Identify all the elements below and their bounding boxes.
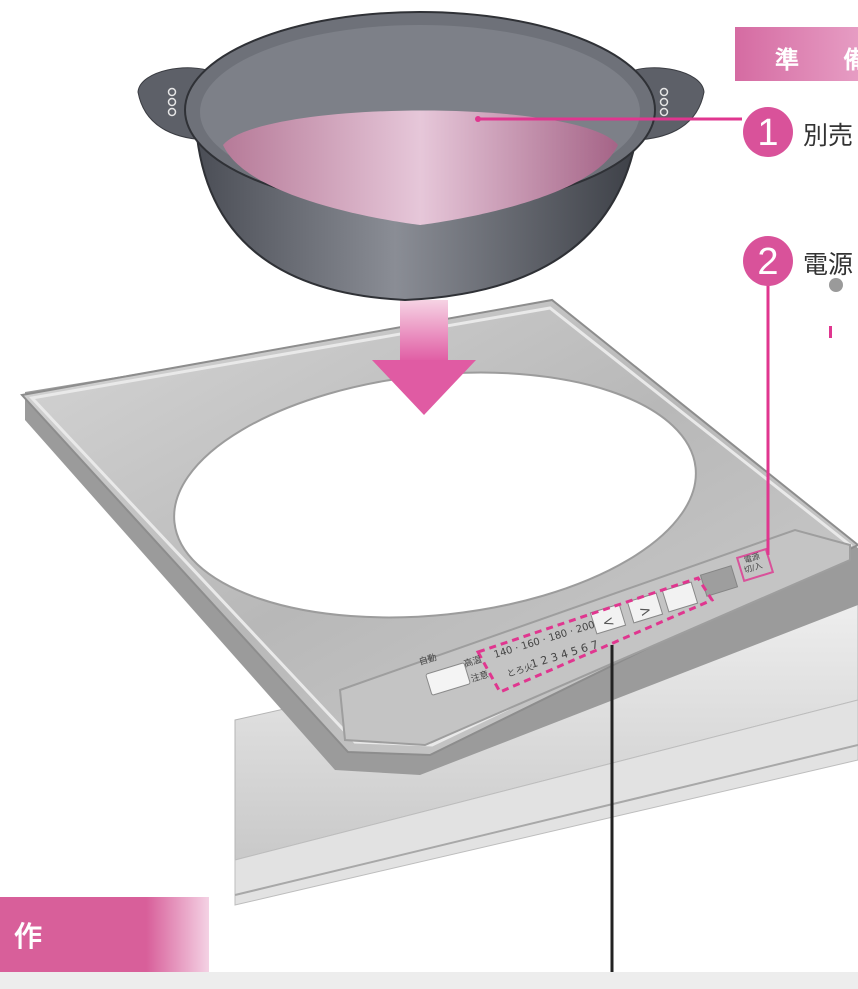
auto-button[interactable]	[425, 662, 471, 696]
pink-mark	[829, 326, 832, 338]
section-tab-prep: 準 備	[735, 27, 858, 81]
power-button-highlight[interactable]	[735, 547, 775, 583]
step-2-number: 2	[743, 236, 793, 286]
step-2-text: 電源	[803, 250, 854, 279]
bottom-bar	[0, 972, 858, 989]
bullet-dot	[829, 278, 843, 292]
controls-highlight	[475, 576, 715, 694]
right-arrow-label: >	[637, 602, 653, 621]
step-1-text: 別売	[803, 121, 854, 150]
callout-lines	[475, 116, 770, 989]
power-label-top: 電源	[743, 552, 761, 565]
pot	[137, 11, 705, 302]
section-title: 準 備	[775, 46, 858, 74]
section-tab-operation: 作	[0, 897, 209, 972]
induction-cooktop: 自動 高温 注意 140 · 160 · 180 · 200 とろ火 1 2 3…	[20, 298, 858, 775]
left-arrow-label: <	[600, 613, 616, 632]
operation-title: 作	[14, 920, 43, 953]
down-arrow	[372, 300, 476, 415]
step-1-number: 1	[743, 107, 793, 157]
